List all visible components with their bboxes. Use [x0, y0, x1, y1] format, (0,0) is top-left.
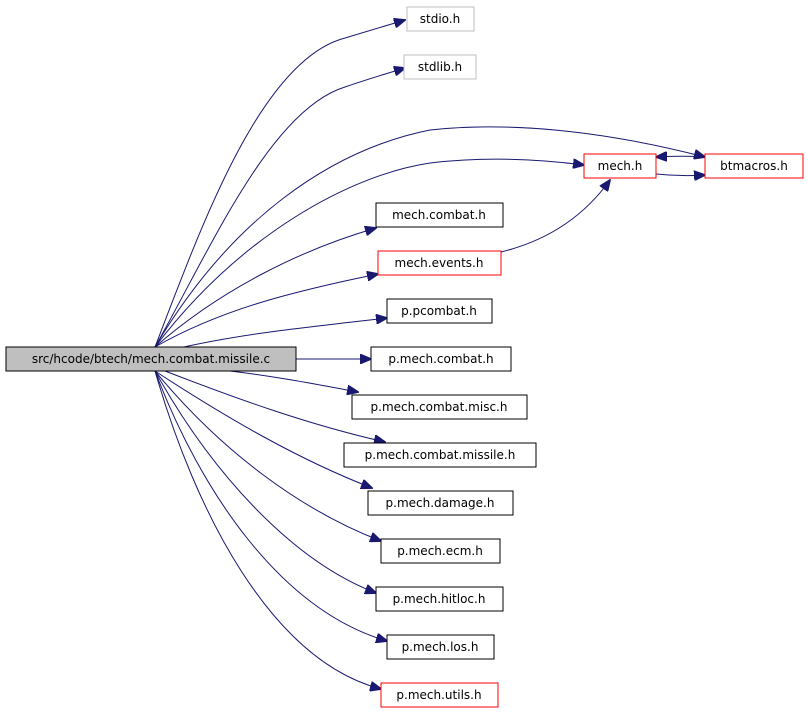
node-p-pcombat-box: [386, 298, 493, 324]
edge-root-stdlib: [154, 68, 405, 348]
node-p-mech-hitloc-box: [375, 586, 504, 612]
node-p-mech-combat[interactable]: p.mech.combat.h: [370, 346, 512, 372]
edge-root-btmacros: [154, 126, 705, 348]
node-btmacros-label: btmacros.h: [720, 159, 788, 173]
edge-root-p-mech-combat-missile: [164, 370, 385, 442]
edge-root-p-mech-combat-misc: [229, 370, 358, 392]
node-p-mech-combat-misc-label: p.mech.combat.misc.h: [371, 400, 508, 414]
node-p-mech-utils-label: p.mech.utils.h: [396, 688, 481, 702]
edge-root-p-mech-hitloc: [154, 370, 376, 593]
node-mech-events-label: mech.events.h: [395, 256, 484, 270]
node-stdlib-box: [403, 54, 477, 80]
node-p-mech-utils[interactable]: p.mech.utils.h: [380, 682, 499, 708]
node-p-mech-hitloc-label: p.mech.hitloc.h: [393, 592, 486, 606]
node-stdlib[interactable]: stdlib.h: [403, 54, 477, 80]
edge-root-p-mech-damage: [154, 370, 372, 488]
node-mech-box: [583, 153, 657, 179]
node-p-mech-combat-misc[interactable]: p.mech.combat.misc.h: [351, 394, 528, 420]
node-p-mech-combat-missile-label: p.mech.combat.missile.h: [365, 448, 516, 462]
node-stdlib-label: stdlib.h: [418, 60, 462, 74]
node-p-mech-utils-box: [380, 682, 499, 708]
node-p-mech-damage[interactable]: p.mech.damage.h: [367, 490, 514, 516]
node-stdio-label: stdio.h: [420, 12, 460, 26]
edge-btmacros-mech: [656, 156, 706, 157]
node-p-mech-los-label: p.mech.los.h: [402, 640, 479, 654]
node-btmacros[interactable]: btmacros.h: [704, 153, 804, 179]
node-stdio-box: [406, 6, 475, 32]
node-mech-events-box: [377, 250, 502, 276]
edge-root-p-mech-ecm: [154, 370, 381, 541]
edge-mech-btmacros: [655, 174, 705, 176]
edge-root-p-pcombat: [174, 318, 387, 350]
node-p-mech-damage-label: p.mech.damage.h: [386, 496, 495, 510]
node-mech-label: mech.h: [598, 159, 643, 173]
node-mech-events[interactable]: mech.events.h: [377, 250, 502, 276]
node-p-mech-los[interactable]: p.mech.los.h: [386, 634, 495, 660]
edge-mech-events-mech: [500, 180, 610, 253]
node-p-mech-combat-label: p.mech.combat.h: [388, 352, 493, 366]
node-p-mech-combat-missile[interactable]: p.mech.combat.missile.h: [343, 442, 537, 468]
edge-root-p-mech-los: [154, 370, 387, 641]
node-p-mech-los-box: [386, 634, 495, 660]
node-root-label: src/hcode/btech/mech.combat.missile.c: [32, 352, 270, 366]
node-p-mech-combat-misc-box: [351, 394, 528, 420]
node-p-mech-hitloc[interactable]: p.mech.hitloc.h: [375, 586, 504, 612]
node-mech-combat-label: mech.combat.h: [392, 208, 486, 222]
node-p-mech-ecm[interactable]: p.mech.ecm.h: [380, 538, 501, 564]
node-root-box: [5, 346, 297, 372]
node-p-mech-combat-missile-box: [343, 442, 537, 468]
node-mech-combat-box: [375, 202, 504, 228]
node-mech-combat[interactable]: mech.combat.h: [375, 202, 504, 228]
node-stdio[interactable]: stdio.h: [406, 6, 475, 32]
edges: [154, 20, 706, 689]
edge-root-mech: [154, 158, 584, 348]
node-p-pcombat[interactable]: p.pcombat.h: [386, 298, 493, 324]
node-p-mech-ecm-box: [380, 538, 501, 564]
node-p-mech-ecm-label: p.mech.ecm.h: [397, 544, 483, 558]
node-p-mech-damage-box: [367, 490, 514, 516]
edge-root-stdio: [154, 20, 405, 348]
edge-root-p-mech-utils: [154, 370, 381, 689]
node-root[interactable]: src/hcode/btech/mech.combat.missile.c: [5, 346, 297, 372]
node-mech[interactable]: mech.h: [583, 153, 657, 179]
node-btmacros-box: [704, 153, 804, 179]
node-p-pcombat-label: p.pcombat.h: [401, 304, 477, 318]
node-p-mech-combat-box: [370, 346, 512, 372]
edge-root-mech-combat: [154, 228, 376, 348]
edge-root-mech-events: [154, 274, 378, 348]
